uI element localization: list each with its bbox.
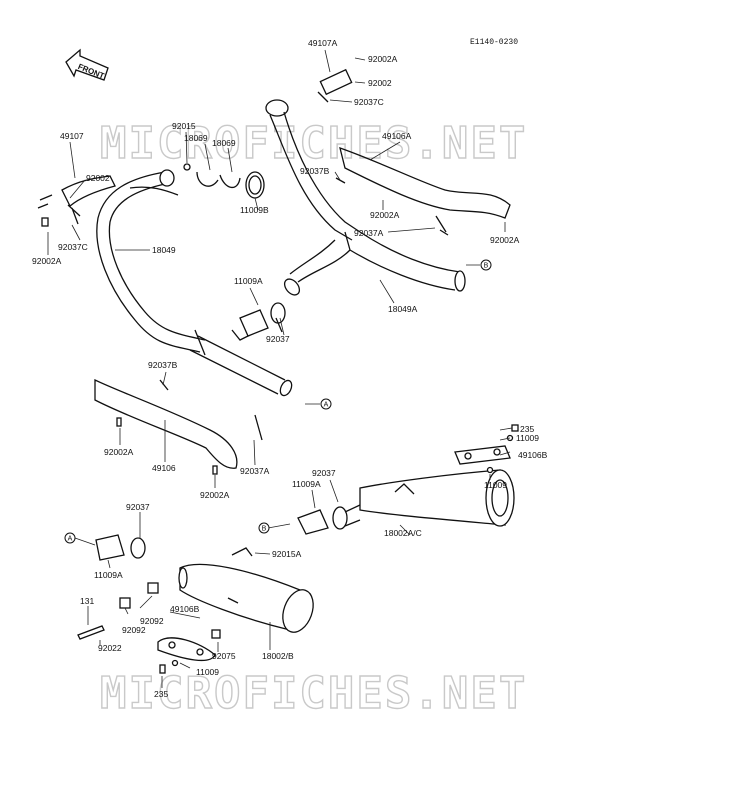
label-11009a-bottom-left: 11009A — [94, 570, 123, 580]
gasket-11009a-mid — [239, 302, 286, 337]
label-49106a: 49106A — [382, 131, 412, 141]
ref-a-1: A — [320, 398, 332, 410]
label-235-right: 235 — [520, 424, 534, 434]
label-235-bottom: 235 — [154, 689, 168, 699]
label-11009b: 11009B — [240, 205, 269, 215]
label-18002ac: 18002A/C — [384, 528, 422, 538]
exhaust-pipe-18049a — [265, 99, 466, 296]
ref-b-1: B — [480, 259, 492, 271]
label-92037-bottom-left: 92037 — [126, 502, 150, 512]
label-92002a-mid-bottom: 92002A — [200, 490, 230, 500]
label-49107a: 49107A — [308, 38, 338, 48]
ref-a-2: A — [64, 532, 76, 544]
label-92015: 92015 — [172, 121, 196, 131]
label-131: 131 — [80, 596, 94, 606]
label-49106b-bottom: 49106B — [170, 604, 200, 614]
label-18002b: 18002/B — [262, 651, 294, 661]
muffler-18002ac — [297, 469, 515, 535]
ref-a-1-label: A — [324, 402, 329, 409]
label-92022: 92022 — [98, 643, 122, 653]
label-92002-left: 92002 — [86, 173, 110, 183]
label-92002a-right-1: 92002A — [370, 210, 400, 220]
label-18049a: 18049A — [388, 304, 418, 314]
part-labels: 49107A 92002A 92002 92037C 49107 92015 1… — [32, 38, 548, 699]
label-11009a-mid: 11009A — [234, 276, 263, 286]
bracket-49106b-low — [77, 582, 221, 674]
heat-shield-49107 — [37, 175, 116, 227]
gasket-11009b — [245, 171, 265, 199]
watermark-top: MICROFICHES.NET — [100, 118, 527, 169]
heat-shield-49106a — [317, 68, 511, 236]
label-92002a-mid-left: 92002A — [104, 447, 134, 457]
diagram-code: E1140-0230 — [470, 38, 518, 47]
label-18049: 18049 — [152, 245, 176, 255]
label-92002a-left: 92002A — [32, 256, 62, 266]
label-92037b-right: 92037B — [300, 166, 330, 176]
ref-b-2-label: B — [262, 526, 267, 533]
label-92037c-top: 92037C — [354, 97, 384, 107]
label-92037a-right: 92037A — [354, 228, 384, 238]
label-11009a-center: 11009A — [292, 479, 321, 489]
ref-a-2-label: A — [68, 536, 73, 543]
label-92037a-mid: 92037A — [240, 466, 270, 476]
label-49107: 49107 — [60, 131, 84, 141]
label-92015a: 92015A — [272, 549, 302, 559]
label-11009-bottom: 11009 — [196, 667, 219, 677]
ref-b-2: B — [258, 522, 270, 534]
label-92037-mid: 92037 — [266, 334, 290, 344]
heat-shield-49106 — [94, 378, 263, 475]
label-92092-b: 92092 — [122, 625, 146, 635]
ref-b-1-label: B — [484, 263, 489, 270]
watermark-bottom: MICROFICHES.NET — [100, 668, 527, 719]
label-11009-right-1: 11009 — [516, 433, 539, 443]
label-92037b-left: 92037B — [148, 360, 178, 370]
label-92037-center: 92037 — [312, 468, 336, 478]
muffler-18002b — [178, 547, 314, 633]
gasket-11009a-low — [95, 534, 146, 561]
label-92075: 92075 — [212, 651, 236, 661]
clamp-18069 — [183, 163, 241, 189]
label-49106b-right: 49106B — [518, 450, 548, 460]
label-18069-b: 18069 — [212, 138, 236, 148]
label-18069-a: 18069 — [184, 133, 208, 143]
label-11009-right-2: 11009 — [484, 480, 507, 490]
label-92037c-left: 92037C — [58, 242, 88, 252]
label-92002-top: 92002 — [368, 78, 392, 88]
exhaust-pipe-18049 — [96, 169, 293, 397]
label-92002a-right-2: 92002A — [490, 235, 520, 245]
label-92092-a: 92092 — [140, 616, 164, 626]
leader-lines — [47, 49, 513, 688]
front-arrow-icon: FRONT — [65, 48, 109, 81]
label-92002a-top: 92002A — [368, 54, 398, 64]
label-49106: 49106 — [152, 463, 176, 473]
bracket-49106b-right — [454, 424, 519, 474]
